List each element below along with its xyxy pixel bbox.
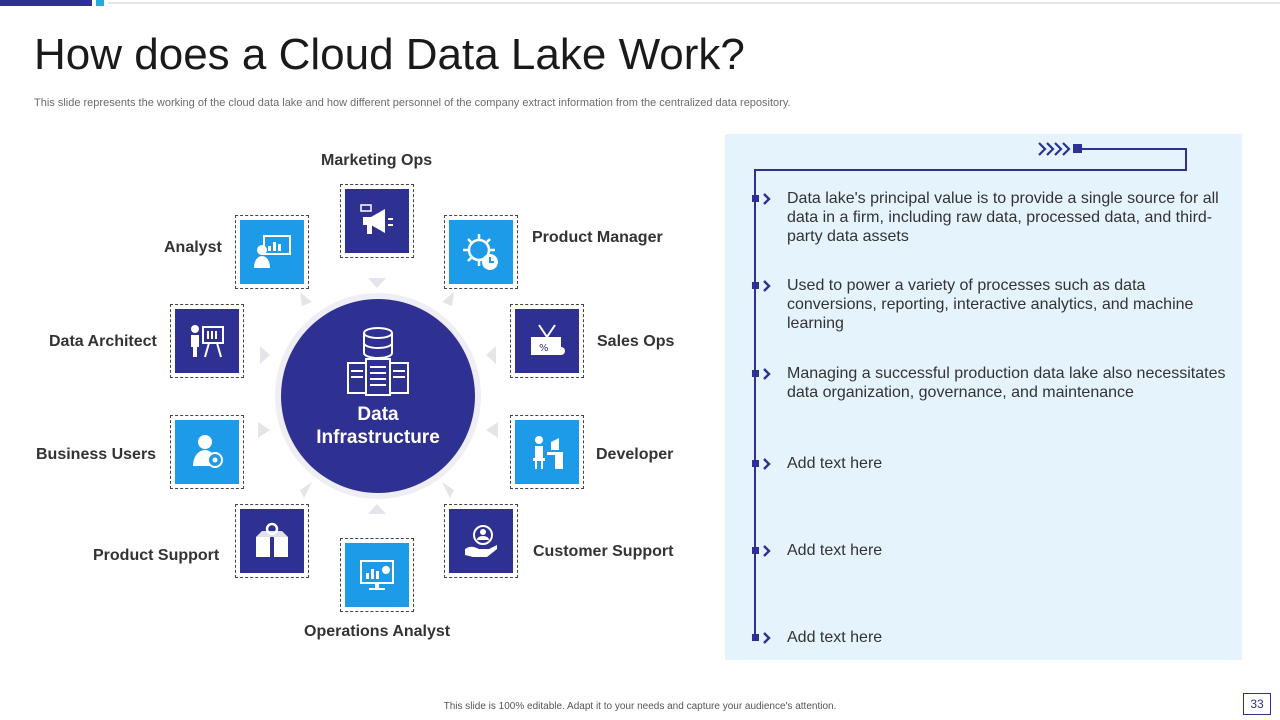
database-server-icon bbox=[347, 327, 409, 396]
hub-label-line2: Infrastructure bbox=[316, 427, 440, 448]
timeline-vertical-line bbox=[754, 170, 756, 638]
box-gear-icon bbox=[256, 522, 288, 557]
node-marketing-ops bbox=[340, 184, 414, 258]
node-label-customer-support: Customer Support bbox=[533, 543, 674, 560]
node-label-sales-ops: Sales Ops bbox=[597, 333, 675, 350]
svg-text:%: % bbox=[539, 343, 549, 354]
bullet-chevron-icon bbox=[752, 368, 771, 380]
chevrons-icon bbox=[1038, 142, 1071, 156]
hub-wedges bbox=[258, 278, 498, 514]
node-analyst bbox=[235, 215, 309, 289]
timeline-connector-line bbox=[1185, 148, 1187, 171]
hand-user-icon bbox=[465, 525, 497, 557]
data-infrastructure-diagram: Data Infrastructure Marketing Ops Produc… bbox=[0, 130, 720, 660]
node-product-support bbox=[235, 504, 309, 578]
bullet-text: Managing a successful production data la… bbox=[787, 365, 1226, 401]
bullet-chevron-icon bbox=[752, 458, 771, 470]
hub-label-line1: Data bbox=[357, 404, 399, 425]
person-at-desk-icon bbox=[533, 436, 563, 469]
node-label-operations-analyst: Operations Analyst bbox=[304, 623, 451, 640]
node-developer bbox=[510, 415, 584, 489]
user-target-icon bbox=[193, 435, 223, 468]
page-subtitle: This slide represents the working of the… bbox=[34, 97, 791, 109]
page-number: 33 bbox=[1243, 693, 1271, 715]
bullet-chevron-icon bbox=[752, 280, 771, 292]
bullet-text: Add text here bbox=[787, 542, 883, 559]
gear-clock-icon bbox=[463, 234, 498, 270]
node-customer-support bbox=[444, 504, 518, 578]
node-label-developer: Developer bbox=[596, 446, 674, 463]
node-label-marketing-ops: Marketing Ops bbox=[321, 152, 433, 169]
node-product-manager bbox=[444, 215, 518, 289]
megaphone-icon bbox=[360, 204, 393, 234]
presentation-icon bbox=[254, 235, 291, 268]
info-panel bbox=[725, 134, 1242, 660]
bullet-text: Add text here bbox=[787, 629, 883, 646]
sale-tag-icon: % bbox=[531, 324, 565, 355]
monitor-chart-icon bbox=[360, 560, 394, 590]
timeline-top-line bbox=[754, 169, 1186, 171]
bullet-chevron-icon bbox=[752, 193, 771, 205]
node-operations-analyst bbox=[340, 538, 414, 612]
node-label-data-architect: Data Architect bbox=[49, 333, 157, 350]
data-infrastructure-hub: Data Infrastructure bbox=[281, 299, 475, 493]
bullet-text: Add text here bbox=[787, 455, 883, 472]
presenter-board-icon bbox=[191, 325, 224, 358]
node-business-users bbox=[170, 415, 244, 489]
bullet-text: Data lake's principal value is to provid… bbox=[787, 190, 1219, 245]
bullet-chevron-icon bbox=[752, 632, 771, 644]
bullet-chevron-icon bbox=[752, 545, 771, 557]
top-accent-bar bbox=[0, 0, 1280, 6]
footer-text: This slide is 100% editable. Adapt it to… bbox=[443, 701, 837, 712]
page-title: How does a Cloud Data Lake Work? bbox=[34, 30, 745, 79]
node-label-business-users: Business Users bbox=[36, 446, 157, 463]
node-sales-ops: % bbox=[510, 304, 584, 378]
node-label-analyst: Analyst bbox=[164, 239, 222, 256]
node-label-product-support: Product Support bbox=[93, 547, 220, 564]
timeline-end-square bbox=[1073, 144, 1082, 153]
node-label-product-manager: Product Manager bbox=[532, 229, 663, 246]
bullet-text: Used to power a variety of processes suc… bbox=[787, 277, 1194, 332]
timeline-connector-top bbox=[1080, 148, 1187, 150]
node-data-architect bbox=[170, 304, 244, 378]
